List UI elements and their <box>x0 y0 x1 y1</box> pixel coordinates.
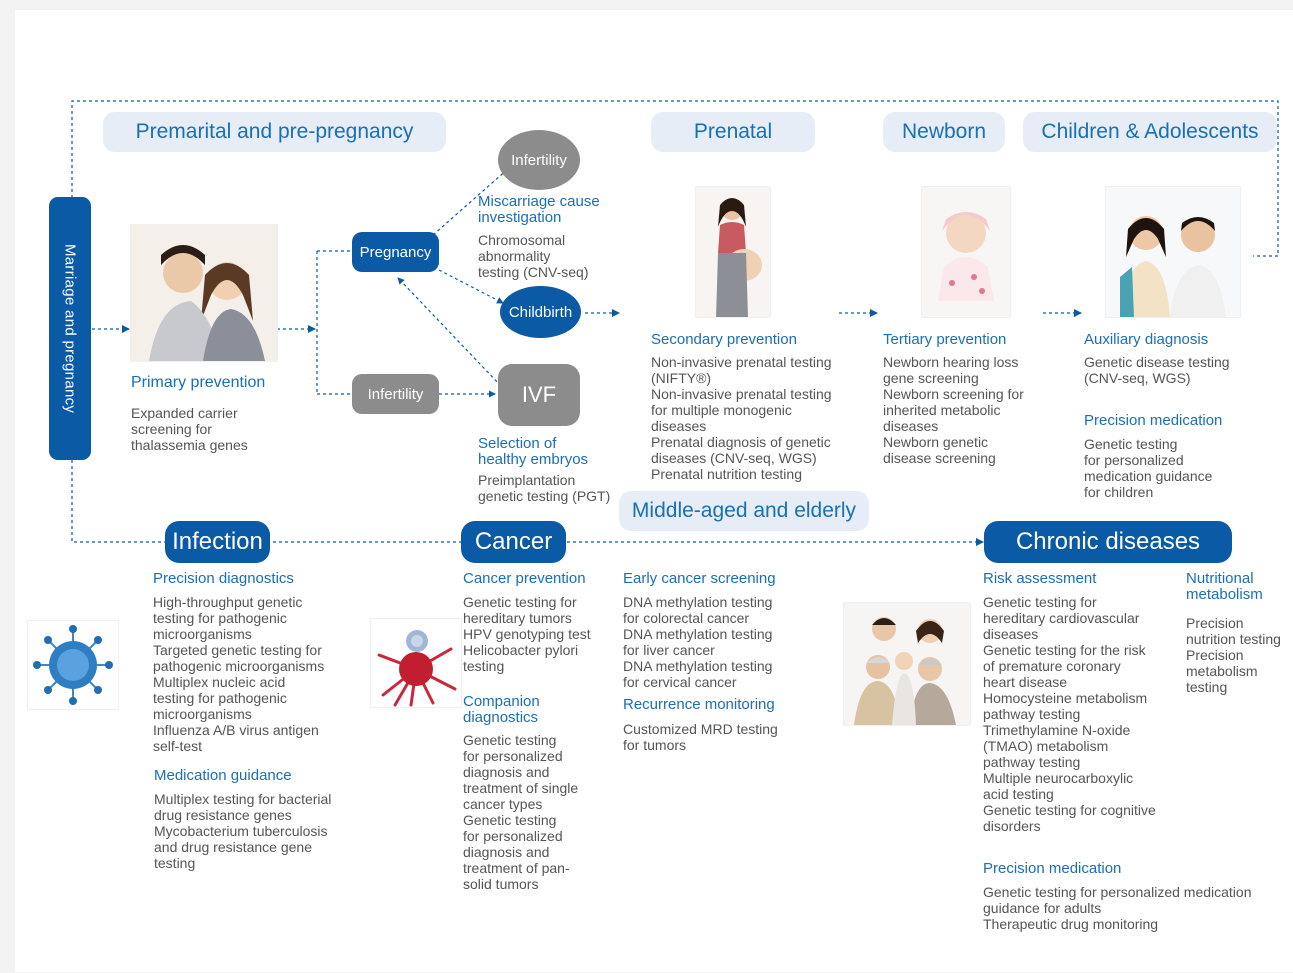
couple-photo <box>130 224 278 362</box>
recurrence-monitoring-text: Customized MRD testing for tumors <box>623 721 778 753</box>
companion-diagnostics-text: Genetic testing for personalized diagnos… <box>463 732 579 892</box>
auxiliary-diagnosis-title: Auxiliary diagnosis <box>1084 331 1209 348</box>
infertility-top-node: Infertility <box>498 130 580 190</box>
primary-prevention-text: Expanded carrier screening for thalassem… <box>131 405 248 453</box>
precision-medication-adults-text: Genetic testing for personalized medicat… <box>983 884 1252 932</box>
chronic-diseases-category: Chronic diseases <box>984 521 1232 563</box>
precision-medication-children-title: Precision medication <box>1084 412 1223 429</box>
precision-medication-children-text: Genetic testing for personalized medicat… <box>1084 436 1213 500</box>
childbirth-node: Childbirth <box>500 286 581 338</box>
precision-diagnostics-text: High-throughput genetic testing for path… <box>153 594 325 754</box>
pregnant-woman-photo <box>695 186 771 318</box>
companion-diagnostics-title: Companion diagnostics <box>463 693 540 726</box>
baby-photo <box>921 186 1011 318</box>
stage-prenatal: Prenatal <box>651 112 815 152</box>
stage-newborn: Newborn <box>883 112 1005 152</box>
tertiary-prevention-title: Tertiary prevention <box>883 331 1007 348</box>
nutritional-metabolism-text: Precision nutrition testing Precision me… <box>1186 615 1281 695</box>
cancer-category: Cancer <box>461 521 566 563</box>
family-photo <box>843 602 971 726</box>
recurrence-monitoring-title: Recurrence monitoring <box>623 696 775 713</box>
stage-children: Children & Adolescents <box>1023 112 1277 152</box>
medication-guidance-text: Multiplex testing for bacterial drug res… <box>154 791 332 871</box>
stage-middle-aged: Middle-aged and elderly <box>619 491 869 531</box>
infection-category: Infection <box>165 521 270 563</box>
infertility-left-node: Infertility <box>352 374 439 414</box>
virus-image <box>27 620 119 710</box>
marriage-pregnancy-box: Marriage and pregnancy <box>49 197 91 460</box>
cancer-prevention-title: Cancer prevention <box>463 570 586 587</box>
secondary-prevention-title: Secondary prevention <box>651 331 797 348</box>
risk-assessment-text: Genetic testing for hereditary cardiovas… <box>983 594 1156 834</box>
cancer-prevention-text: Genetic testing for hereditary tumors HP… <box>463 594 591 674</box>
medication-guidance-title: Medication guidance <box>154 767 292 784</box>
miscarriage-text: Chromosomal abnormality testing (CNV-seq… <box>478 232 589 280</box>
auxiliary-diagnosis-text: Genetic disease testing (CNV-seq, WGS) <box>1084 354 1230 386</box>
cancer-cell-image <box>370 618 462 708</box>
embryos-title: Selection of healthy embryos <box>478 435 589 468</box>
early-cancer-screening-title: Early cancer screening <box>623 570 776 587</box>
embryos-text: Preimplantation genetic testing (PGT) <box>478 472 611 504</box>
precision-diagnostics-title: Precision diagnostics <box>153 570 294 587</box>
miscarriage-title: Miscarriage cause investigation <box>478 193 600 226</box>
tertiary-prevention-text: Newborn hearing loss gene screening Newb… <box>883 354 1024 466</box>
stage-premarital: Premarital and pre-pregnancy <box>103 112 446 152</box>
precision-medication-adults-title: Precision medication <box>983 860 1122 877</box>
secondary-prevention-text: Non-invasive prenatal testing (NIFTY®) N… <box>651 354 832 482</box>
risk-assessment-title: Risk assessment <box>983 570 1097 587</box>
primary-prevention-title: Primary prevention <box>131 374 266 391</box>
marriage-pregnancy-label: Marriage and pregnancy <box>61 243 79 414</box>
connector-lines <box>71 100 1279 546</box>
children-photo <box>1105 186 1241 318</box>
nutritional-metabolism-title: Nutritional metabolism <box>1186 570 1263 603</box>
diagram-canvas: Premarital and pre-pregnancy Prenatal Ne… <box>15 10 1293 972</box>
pregnancy-node: Pregnancy <box>352 232 439 272</box>
ivf-node: IVF <box>498 364 580 426</box>
early-cancer-screening-text: DNA methylation testing for colorectal c… <box>623 594 773 690</box>
